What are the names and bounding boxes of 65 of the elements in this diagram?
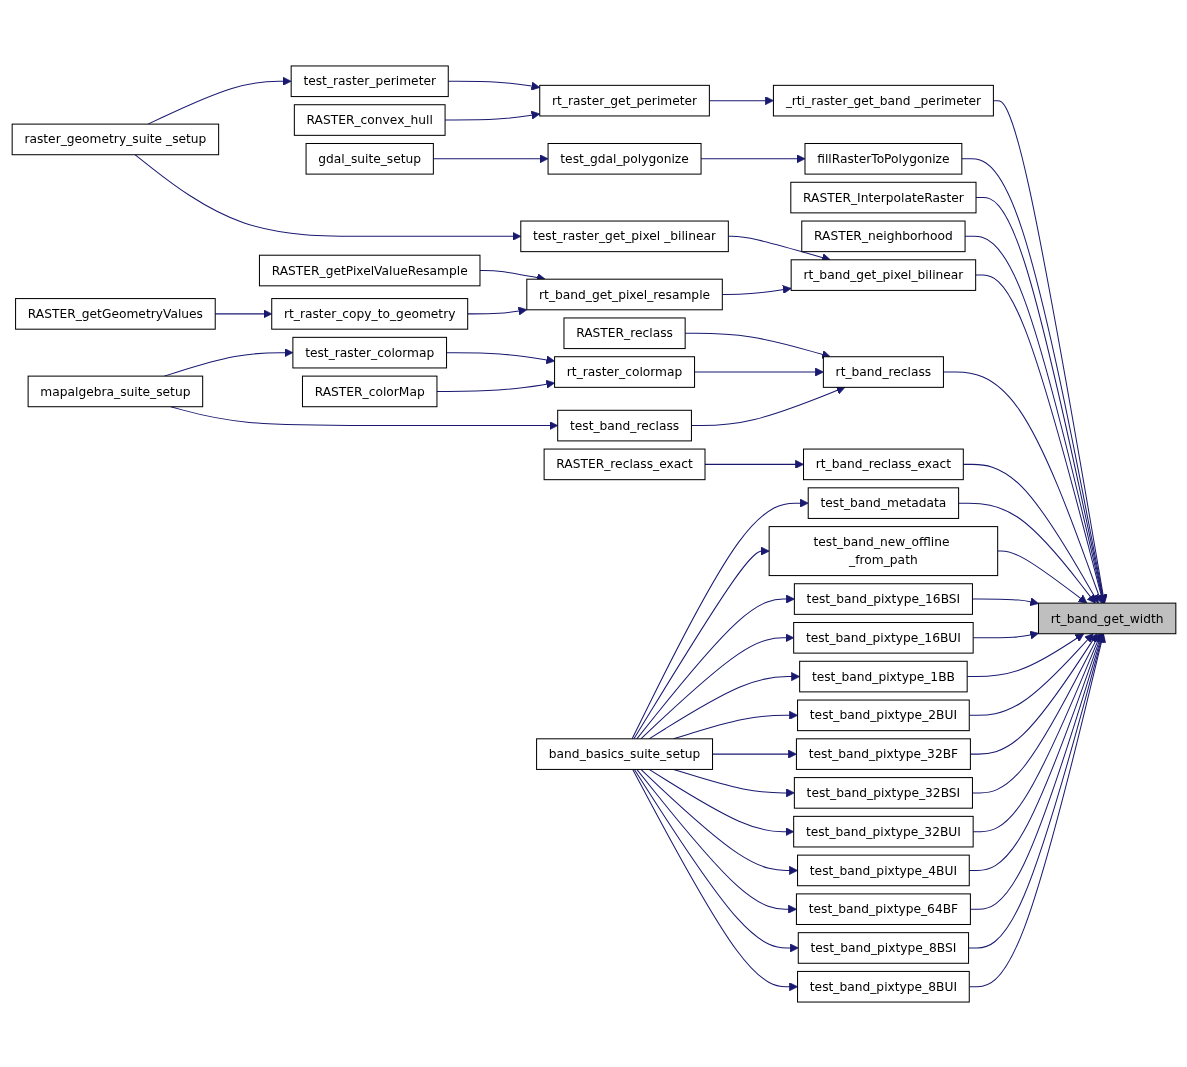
node-box: test_band_new_offline _from_path [768,525,998,576]
node-box: test_raster_perimeter [290,64,449,97]
node-box: test_raster_colormap [291,336,447,368]
node-box: RASTER_reclass [562,316,686,349]
node-box: test_gdal_polygonize [547,142,702,175]
node-box: RASTER_getPixelValueResample [258,254,480,286]
node-box: raster_geometry_suite _setup [11,123,219,155]
arrow [133,153,521,241]
node-box: test_band_pixtype_16BUI [792,621,974,654]
node-box: rt_raster_copy_to_geometry [270,297,468,330]
node-box: RASTER_colorMap [301,375,437,407]
arrow [704,459,804,469]
arrow [942,371,1103,604]
node-box: test_band_pixtype_32BSI [793,776,973,809]
arrow [962,463,1099,604]
arrow [635,768,797,914]
arrow [966,632,1084,677]
node-box: fillRasterToPolygonize [803,142,962,175]
arrow [975,196,1107,604]
node-box: rt_band_get_pixel_resample [525,278,723,310]
arrow [432,153,548,163]
arrow [972,630,1039,639]
arrow [968,632,1093,716]
arrow [631,768,798,991]
node-box: rt_band_reclass [822,355,944,388]
node-box: rt_band_get_width [1037,602,1176,634]
node-box: rt_raster_colormap [553,355,695,388]
arrow [648,768,794,836]
arrow [969,632,1097,755]
node-box: RASTER_neighborhood [800,220,966,252]
node-box: RASTER_reclass_exact [543,448,705,480]
arrow [700,153,805,163]
arrow [971,596,1039,606]
arrow [447,80,540,91]
node-box: rt_band_get_pixel_bilinear [790,258,976,291]
arrow [444,110,540,121]
node-box: gdal_suite_setup [305,142,434,175]
node-box: test_band_pixtype_16BSI [793,582,973,615]
node-box: test_band_pixtype_1BB [798,660,968,692]
node-box: RASTER_convex_hull [293,103,446,136]
arrow [639,632,794,739]
arrow [964,235,1106,604]
node-box: test_band_pixtype_32BF [795,737,971,770]
node-box: test_band_pixtype_4BUI [796,854,970,886]
node-box: rt_band_reclass_exact [802,448,964,480]
node-box: RASTER_getGeometryValues [14,297,216,330]
arrow [971,632,1100,793]
node-box: test_band_reclass [556,409,692,441]
node-box: test_raster_get_pixel _bilinear [519,220,729,252]
arrow [648,671,800,739]
node-box: RASTER_InterpolateRaster [789,181,976,213]
node-box: test_band_pixtype_8BUI [796,970,970,1003]
arrow [721,284,792,295]
node-box: test_band_pixtype_8BSI [797,931,969,964]
node-box: rt_raster_get_perimeter [538,84,710,116]
node-box: test_band_pixtype_64BF [795,892,971,925]
arrow [639,768,798,875]
node-box: test_band_pixtype_32BUI [792,815,974,847]
node-box: test_band_pixtype_2BUI [796,699,970,731]
arrow [214,308,272,318]
node-box: mapalgebra_suite_setup [27,375,203,407]
arrow [690,385,845,426]
node-box: _rti_raster_get_band _perimeter [772,84,994,116]
node-box: test_band_metadata [807,486,959,519]
node-box: band_basics_suite_setup [535,737,713,770]
